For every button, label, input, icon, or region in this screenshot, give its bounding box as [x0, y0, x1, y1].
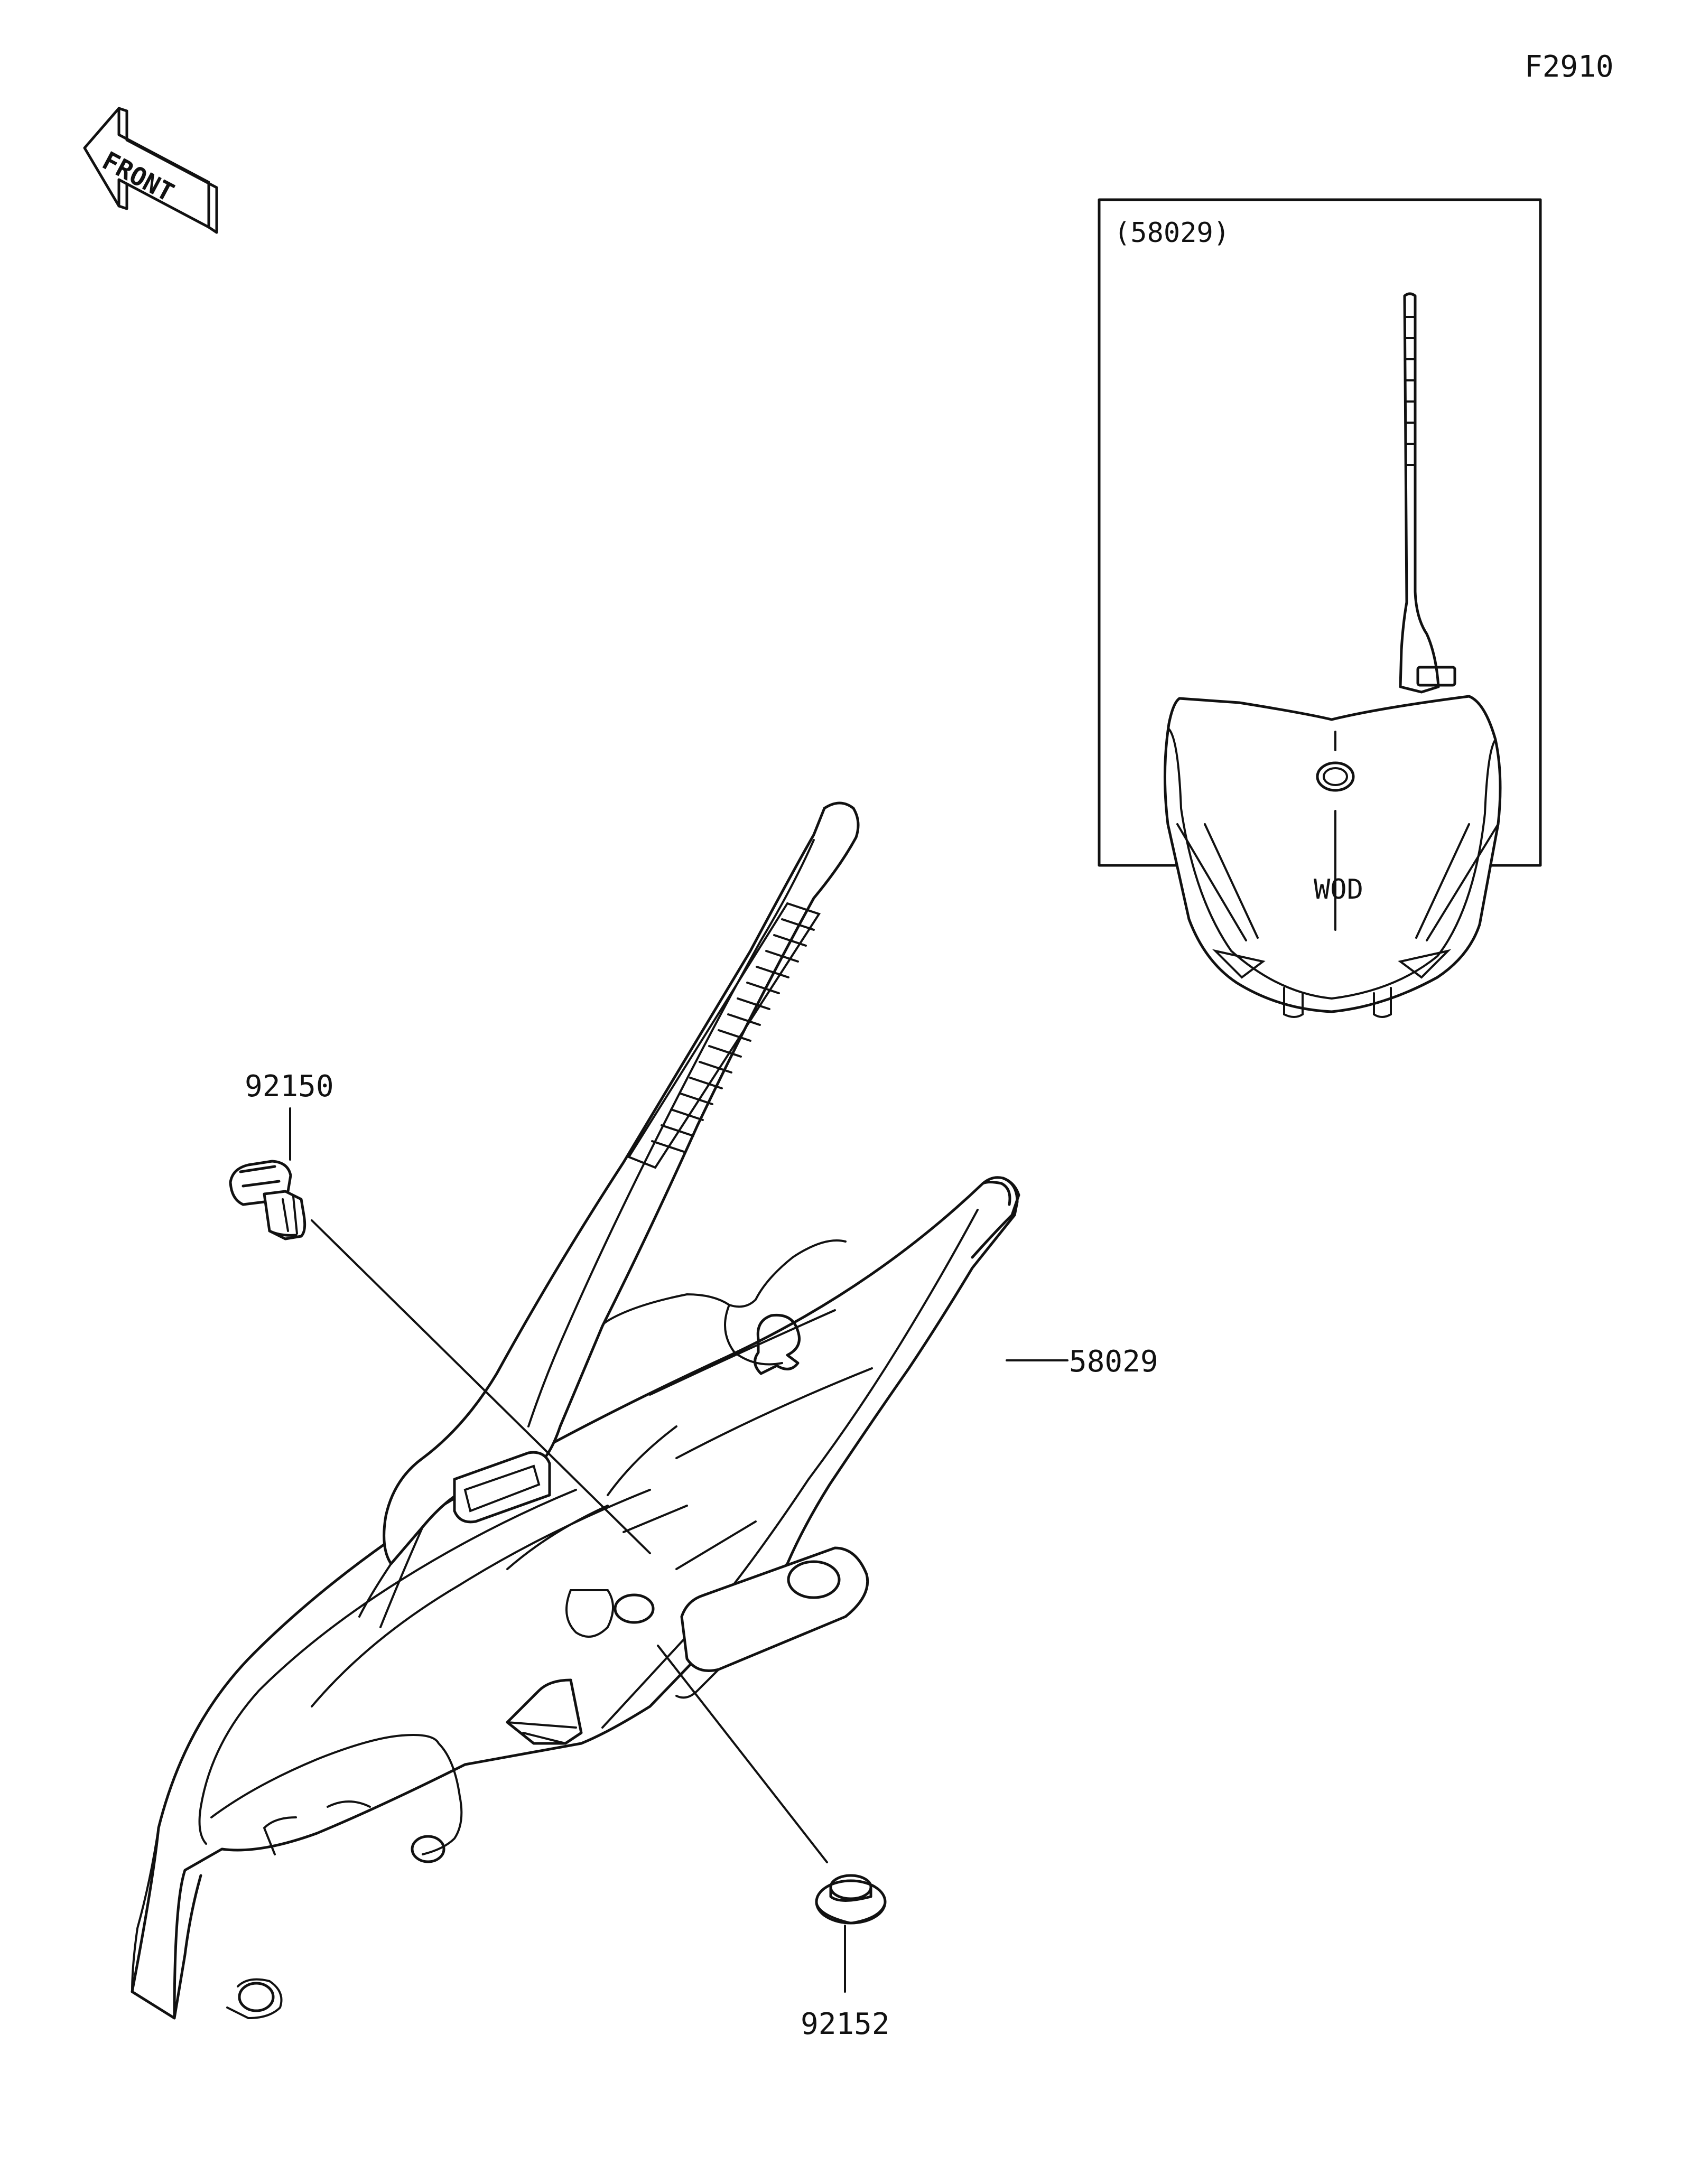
front-arrow-icon: FRONT [83, 107, 218, 234]
mounting-boss [680, 1546, 869, 1672]
front-label: FRONT [97, 146, 179, 208]
callout-92152: 92152 [801, 2007, 890, 2041]
inset-ref-label: (58029) [1114, 217, 1230, 249]
bolt-92150-icon [229, 1160, 306, 1240]
washer-92152-icon [815, 1874, 887, 1925]
figure-code: F2910 [1525, 50, 1614, 84]
washer-leader-diagonal [657, 1645, 828, 1863]
callout-58029: 58029 [1069, 1345, 1158, 1379]
mounting-boss-hole [787, 1560, 841, 1599]
inset-caption: WOD [1314, 874, 1363, 906]
number-plate-illustration [131, 801, 1020, 2020]
bolt-leader-diagonal [311, 1219, 651, 1554]
inset-number-plate-illustration [1163, 292, 1502, 1018]
inset-box: (58029) WOD [1098, 198, 1542, 1018]
callout-92150: 92150 [245, 1069, 334, 1104]
